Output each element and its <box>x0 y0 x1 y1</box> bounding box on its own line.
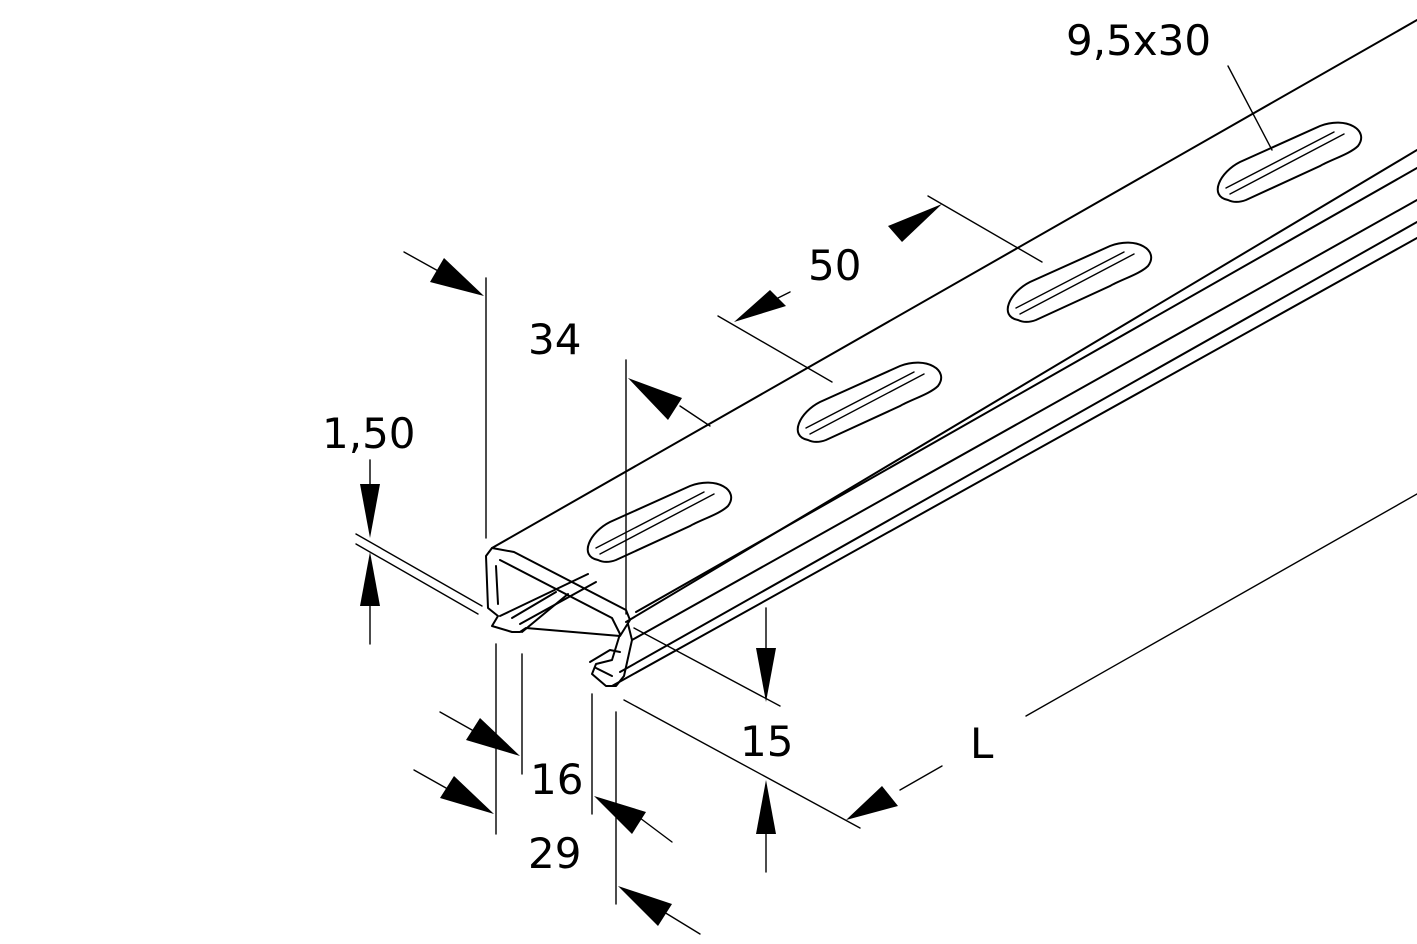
dimension-labels: 9,5x30 50 34 1,50 15 16 29 L <box>322 16 1211 878</box>
pitch-ext-2 <box>927 195 1043 263</box>
pitch-arrow-1 <box>734 290 786 322</box>
slots <box>586 121 1363 563</box>
inner-floor-line <box>499 573 589 617</box>
height-arrow-2 <box>756 780 776 834</box>
width-arrow-1 <box>430 258 484 296</box>
height-label: 15 <box>740 717 793 766</box>
dimension-lines <box>355 65 1417 935</box>
slot-pitch-label: 50 <box>808 241 861 290</box>
pitch-arrow-2 <box>888 204 942 242</box>
slot-4 <box>1216 121 1363 203</box>
slot-size-leader <box>1227 65 1273 151</box>
lip16-arrow <box>466 718 520 756</box>
slot-1 <box>586 481 733 563</box>
lip29-arrow-1 <box>440 776 494 814</box>
lip-inner-label: 16 <box>530 755 583 804</box>
inner-lip-edge-2 <box>511 591 557 619</box>
length-ext <box>1025 493 1417 717</box>
slot-2 <box>796 361 943 443</box>
pitch-ext-1 <box>717 315 833 383</box>
thickness-label: 1,50 <box>322 409 416 458</box>
height-arrow-1 <box>756 648 776 702</box>
thickness-ext-2 <box>355 543 479 615</box>
width-arrow-2 <box>628 378 682 420</box>
side-edge-top <box>631 199 1417 641</box>
height-ext-2 <box>623 699 861 829</box>
rail-profile <box>485 19 1417 687</box>
inner-lip-edge <box>521 593 569 633</box>
inner-floor-line-2 <box>519 581 597 625</box>
thickness-arrow-1 <box>360 484 380 538</box>
thickness-ext-1 <box>355 533 483 607</box>
top-edge-front-inner <box>635 167 1417 613</box>
cross-section-lip <box>589 649 621 677</box>
slot-size-label: 9,5x30 <box>1066 16 1211 65</box>
lip-outer-label: 29 <box>528 829 581 878</box>
side-edge-mid <box>619 221 1417 673</box>
height-ext-1 <box>633 627 781 707</box>
width-label: 34 <box>528 315 581 364</box>
side-edge-bottom <box>611 237 1417 687</box>
length-label: L <box>970 719 994 768</box>
lip29-arrow-3 <box>618 886 672 926</box>
length-arrow <box>846 786 898 820</box>
lip29-arrow-2 <box>594 796 646 834</box>
thickness-arrow-2 <box>360 552 380 606</box>
cross-section-web <box>495 559 633 687</box>
slot-3 <box>1006 241 1153 323</box>
top-edge-back <box>491 19 1417 549</box>
